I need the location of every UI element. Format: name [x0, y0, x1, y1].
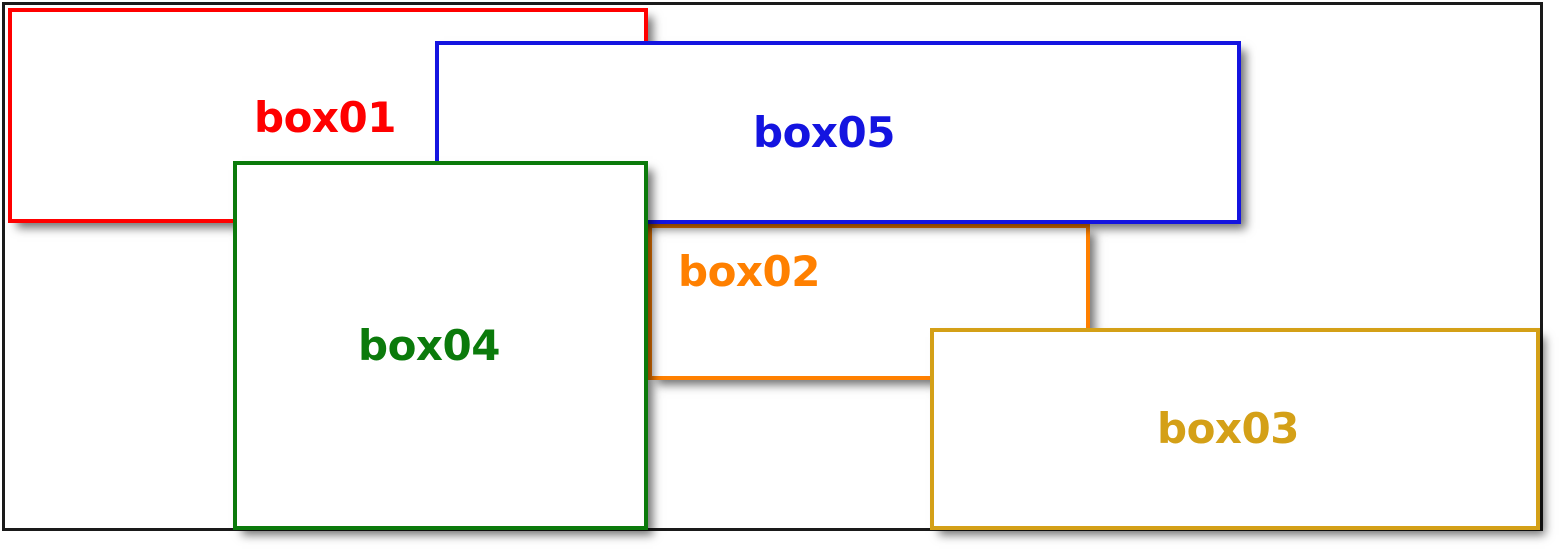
- box-label-box05: box05: [753, 108, 895, 157]
- box-label-box03: box03: [1157, 404, 1299, 453]
- box-box04[interactable]: [233, 161, 648, 530]
- box-label-box02: box02: [678, 247, 820, 296]
- box-label-box01: box01: [254, 93, 396, 142]
- diagram-frame: box01 box02 box03 box04 box05: [2, 2, 1543, 531]
- box-box03[interactable]: [930, 328, 1540, 530]
- box-label-box04: box04: [358, 321, 500, 370]
